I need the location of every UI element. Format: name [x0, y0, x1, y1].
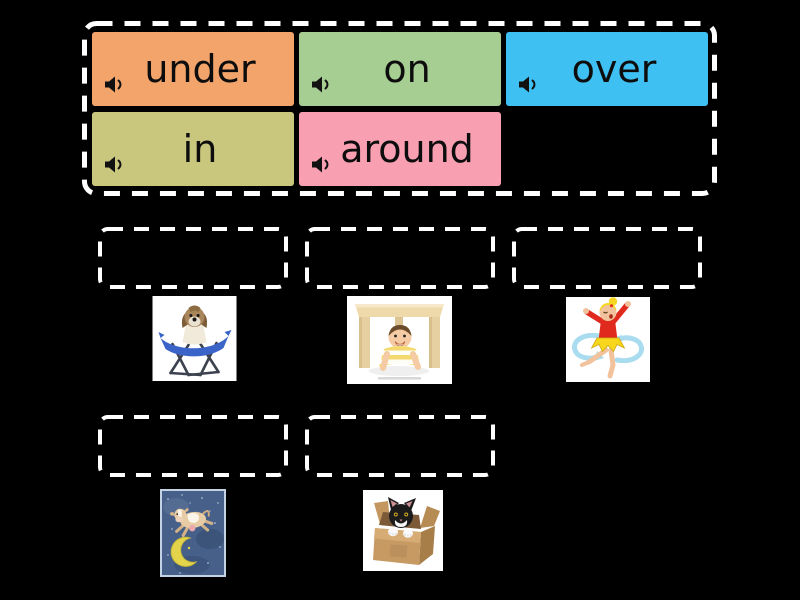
drop-target-1[interactable]	[98, 227, 288, 289]
word-tile-under[interactable]: under	[92, 32, 294, 106]
speaker-icon[interactable]	[311, 141, 331, 173]
word-tile-label: under	[144, 47, 256, 91]
drop-target-dashed-border	[512, 227, 702, 289]
word-tile-on[interactable]: on	[299, 32, 501, 106]
speaker-icon[interactable]	[518, 61, 538, 93]
picture-cow-jumping-over-moon	[160, 489, 226, 577]
word-tile-in[interactable]: in	[92, 112, 294, 186]
word-bank: under on over in around	[82, 21, 717, 196]
drop-target-2[interactable]	[305, 227, 495, 289]
drop-target-dashed-border	[98, 227, 288, 289]
drop-target-dashed-border	[305, 227, 495, 289]
word-tile-label: on	[383, 47, 431, 91]
word-tile-label: over	[571, 47, 657, 91]
drop-target-5[interactable]	[305, 415, 495, 477]
drop-target-4[interactable]	[98, 415, 288, 477]
picture-girl-spinning-around	[566, 297, 650, 382]
word-tile-label: in	[182, 127, 218, 171]
picture-dog-on-chair	[152, 296, 237, 381]
word-tile-over[interactable]: over	[506, 32, 708, 106]
word-tile-around[interactable]: around	[299, 112, 501, 186]
speaker-icon[interactable]	[104, 61, 124, 93]
picture-kitten-in-box	[363, 490, 443, 571]
word-tile-label: around	[340, 127, 474, 171]
speaker-icon[interactable]	[104, 141, 124, 173]
picture-child-under-table	[347, 296, 452, 384]
speaker-icon[interactable]	[311, 61, 331, 93]
drop-target-dashed-border	[305, 415, 495, 477]
drop-target-3[interactable]	[512, 227, 702, 289]
drop-target-dashed-border	[98, 415, 288, 477]
